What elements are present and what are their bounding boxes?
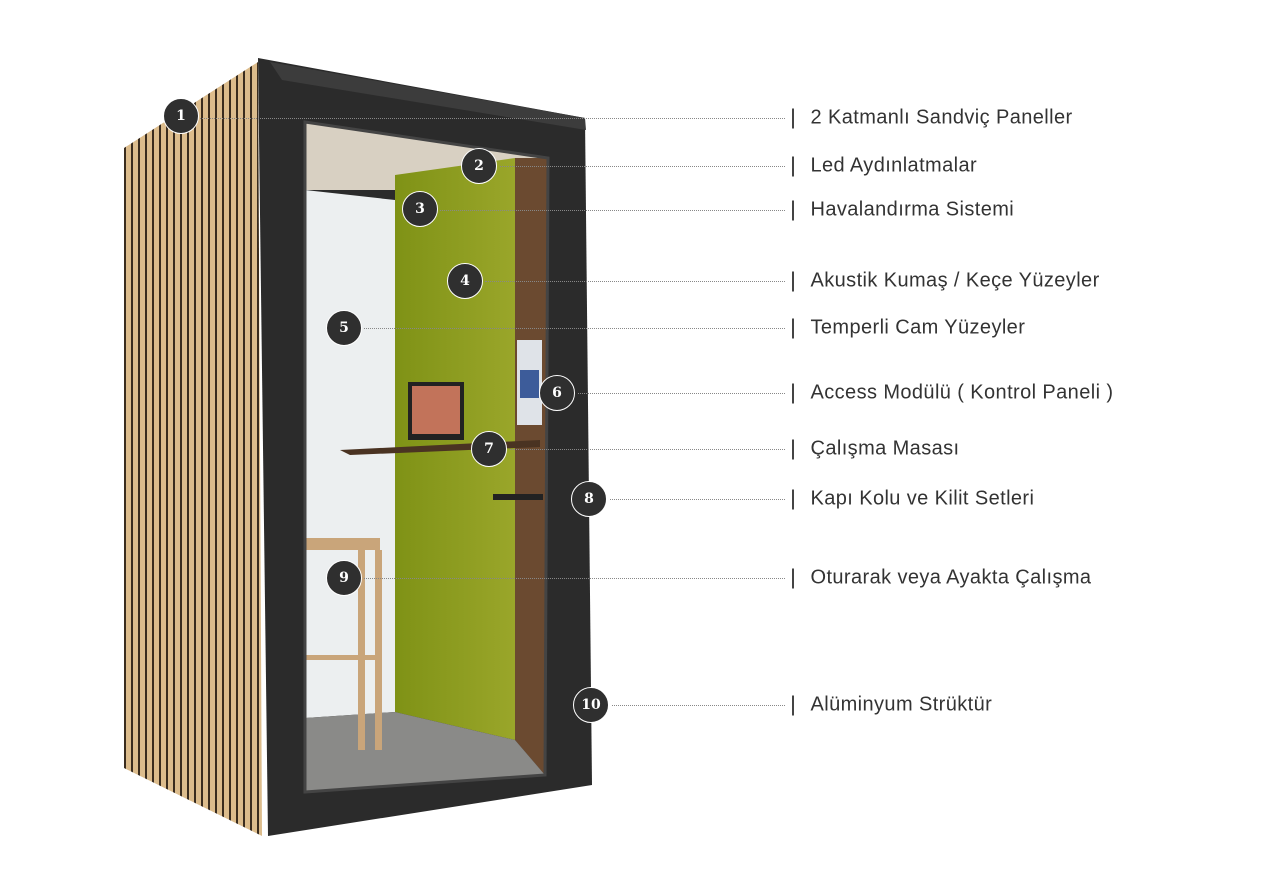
feature-label-text: 2 Katmanlı Sandviç Paneller bbox=[810, 106, 1073, 129]
feature-marker-10[interactable]: 10 bbox=[573, 687, 609, 723]
leader-line bbox=[364, 328, 785, 329]
feature-label-7: Çalışma Masası bbox=[792, 438, 959, 461]
feature-label-6: Access Modülü ( Kontrol Paneli ) bbox=[792, 382, 1113, 405]
leader-line bbox=[364, 578, 785, 579]
feature-label-text: Oturarak veya Ayakta Çalışma bbox=[810, 566, 1092, 589]
label-divider bbox=[792, 156, 794, 176]
feature-marker-2[interactable]: 2 bbox=[461, 148, 497, 184]
label-divider bbox=[792, 108, 794, 128]
leader-line bbox=[510, 449, 785, 450]
feature-marker-8[interactable]: 8 bbox=[571, 481, 607, 517]
feature-label-text: Havalandırma Sistemi bbox=[810, 198, 1015, 221]
feature-label-text: Temperli Cam Yüzeyler bbox=[810, 316, 1026, 339]
feature-label-3: Havalandırma Sistemi bbox=[792, 199, 1014, 222]
feature-marker-6[interactable]: 6 bbox=[539, 375, 575, 411]
ceiling bbox=[305, 122, 548, 190]
feature-label-text: Kapı Kolu ve Kilit Setleri bbox=[810, 487, 1035, 510]
feature-label-8: Kapı Kolu ve Kilit Setleri bbox=[792, 488, 1034, 511]
feature-label-text: Alüminyum Strüktür bbox=[810, 693, 993, 716]
feature-marker-1[interactable]: 1 bbox=[163, 98, 199, 134]
feature-label-text: Led Aydınlatmalar bbox=[810, 154, 978, 177]
leader-line bbox=[578, 393, 785, 394]
feature-label-text: Çalışma Masası bbox=[810, 437, 960, 460]
feature-marker-7[interactable]: 7 bbox=[471, 431, 507, 467]
label-divider bbox=[792, 271, 794, 291]
label-divider bbox=[792, 489, 794, 509]
feature-label-10: Alüminyum Strüktür bbox=[792, 694, 992, 717]
leader-line bbox=[485, 281, 785, 282]
feature-label-text: Akustik Kumaş / Keçe Yüzeyler bbox=[810, 269, 1100, 292]
leader-line bbox=[500, 166, 785, 167]
leader-line bbox=[612, 705, 785, 706]
stool bbox=[306, 538, 380, 550]
label-divider bbox=[792, 200, 794, 220]
feature-label-9: Oturarak veya Ayakta Çalışma bbox=[792, 567, 1091, 590]
wood-right-wall bbox=[515, 158, 548, 775]
feature-label-2: Led Aydınlatmalar bbox=[792, 155, 977, 178]
label-divider bbox=[792, 695, 794, 715]
feature-label-1: 2 Katmanlı Sandviç Paneller bbox=[792, 107, 1073, 130]
label-divider bbox=[792, 318, 794, 338]
door-handle bbox=[493, 494, 543, 500]
label-divider bbox=[792, 439, 794, 459]
wood-side-panel bbox=[124, 62, 262, 836]
feature-label-4: Akustik Kumaş / Keçe Yüzeyler bbox=[792, 270, 1100, 293]
feature-marker-9[interactable]: 9 bbox=[326, 560, 362, 596]
feature-marker-5[interactable]: 5 bbox=[326, 310, 362, 346]
leader-line bbox=[440, 210, 785, 211]
feature-marker-4[interactable]: 4 bbox=[447, 263, 483, 299]
label-divider bbox=[792, 383, 794, 403]
leader-line bbox=[200, 118, 785, 119]
label-divider bbox=[792, 568, 794, 588]
feature-label-5: Temperli Cam Yüzeyler bbox=[792, 317, 1025, 340]
leader-line bbox=[610, 499, 785, 500]
feature-marker-3[interactable]: 3 bbox=[402, 191, 438, 227]
feature-label-text: Access Modülü ( Kontrol Paneli ) bbox=[810, 381, 1114, 404]
